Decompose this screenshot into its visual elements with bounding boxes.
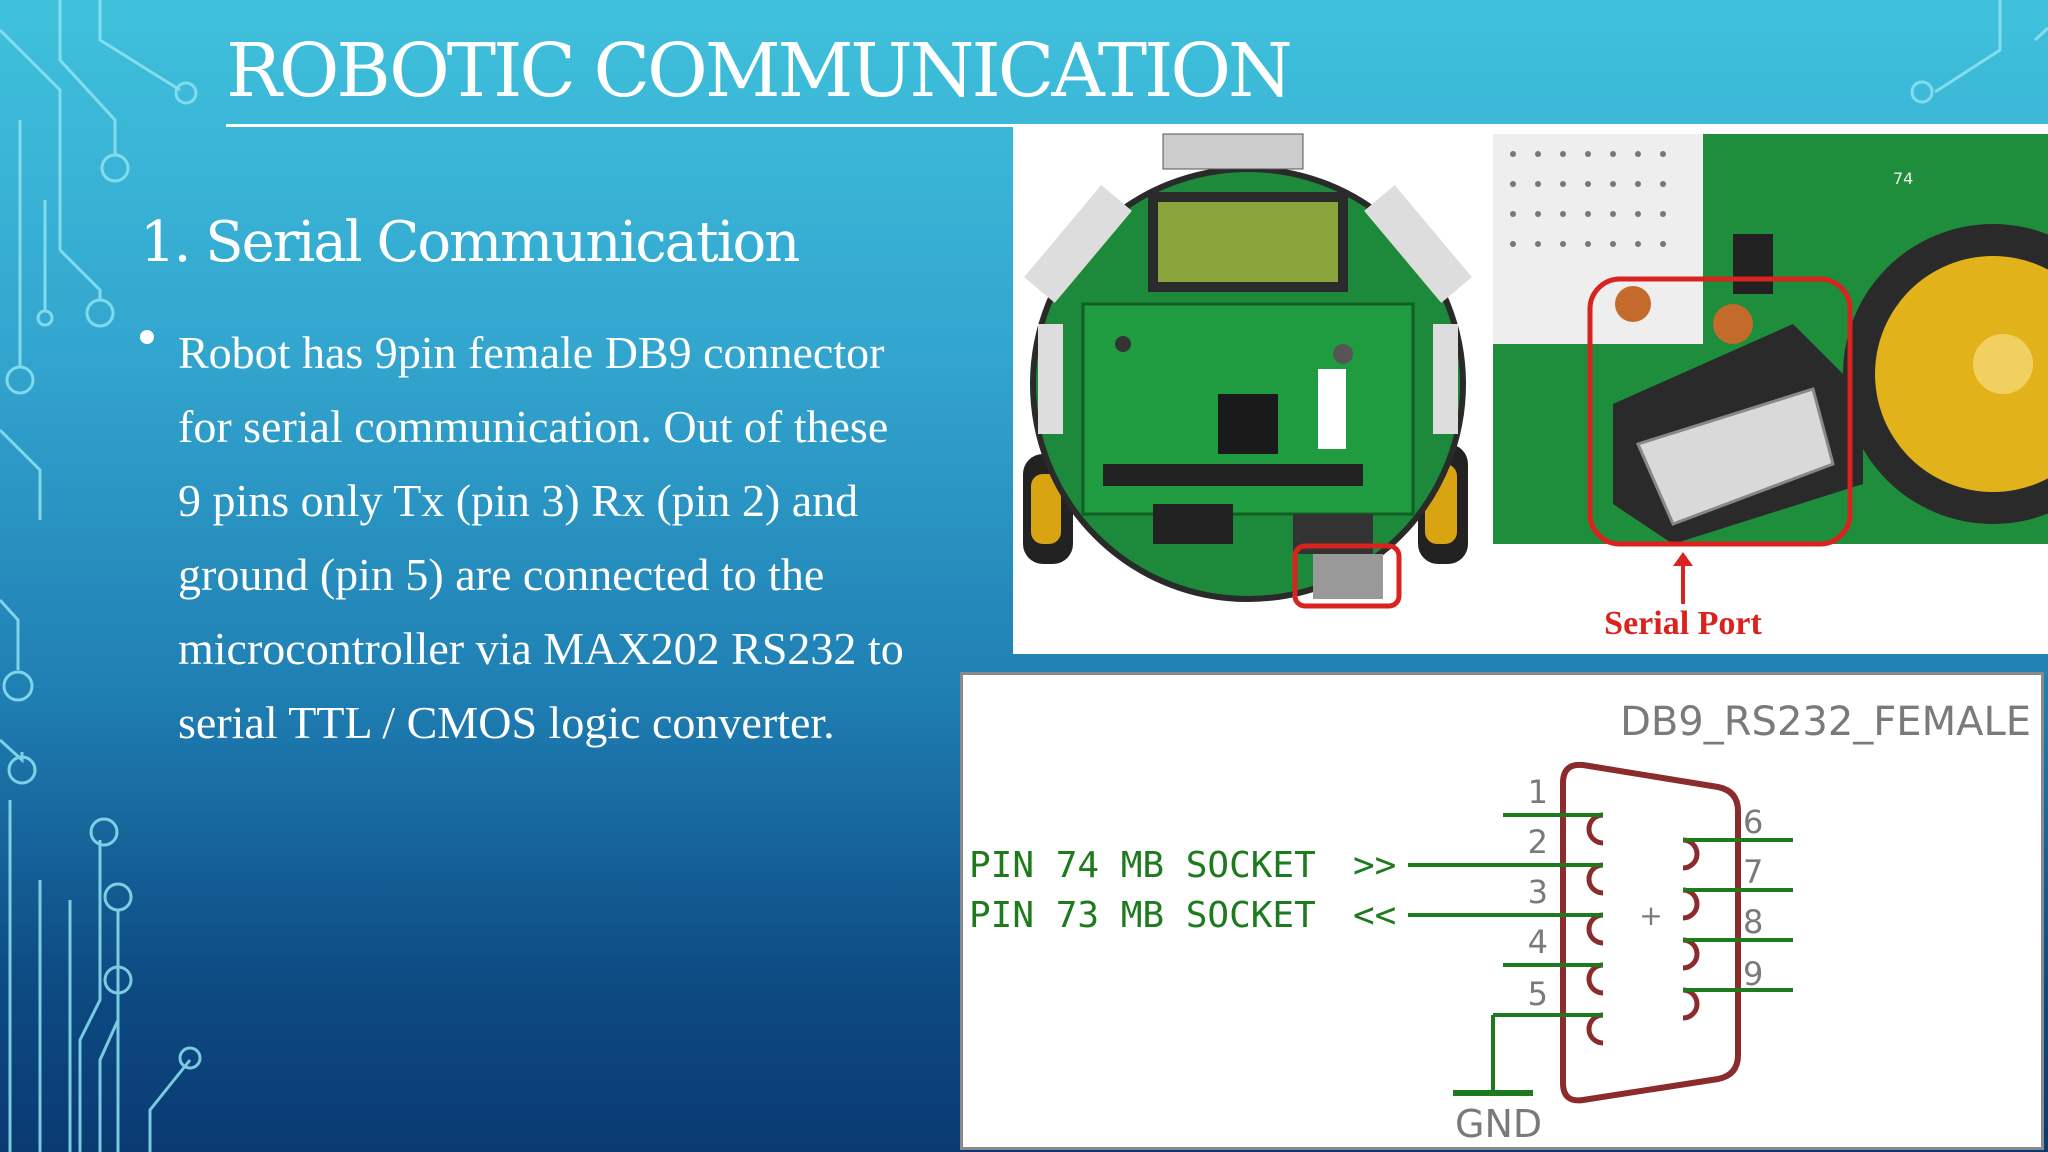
bullet-line: 9 pins only Tx (pin 3) Rx (pin 2) and <box>178 475 859 526</box>
bullet-line: serial TTL / CMOS logic converter. <box>178 697 835 748</box>
part-name-label: DB9_RS232_FEMALE <box>1620 699 2031 745</box>
serial-port-label: Serial Port <box>1604 605 1762 642</box>
pin-number: 9 <box>1743 955 1763 993</box>
robot-photo-illustration: 74 Serial Port <box>1023 133 2048 642</box>
bullet-text: Robot has 9pin female DB9 connector for … <box>178 316 1018 760</box>
net-label-tx: PIN 74 MB SOCKET <box>969 845 1316 886</box>
pin-number: 7 <box>1743 853 1763 891</box>
bullet-line: ground (pin 5) are connected to the <box>178 549 825 600</box>
db9-connector-outline <box>1560 761 1741 1104</box>
net-label-rx: PIN 73 MB SOCKET <box>969 895 1316 936</box>
bullet-line: for serial communication. Out of these <box>178 401 889 452</box>
tx-arrow-icon: >> <box>1353 845 1396 886</box>
pin-number: 3 <box>1528 873 1548 911</box>
title-underline <box>226 124 1026 127</box>
pin-number: 1 <box>1528 773 1548 811</box>
pin-number: 6 <box>1743 803 1763 841</box>
bullet-icon <box>140 330 154 344</box>
pin-number: 4 <box>1528 923 1548 961</box>
serial-port-closeup: 74 Serial Port <box>1493 134 2048 642</box>
bullet-line: Robot has 9pin female DB9 connector <box>178 327 885 378</box>
db9-schematic-drawing: DB9_RS232_FEMALE <box>969 699 2031 1146</box>
rx-arrow-icon: << <box>1353 895 1396 936</box>
pin-number: 8 <box>1743 903 1763 941</box>
pin-number: 2 <box>1528 823 1548 861</box>
connector-center-mark: + <box>1639 899 1662 932</box>
robot-photo-panel: 74 Serial Port <box>1013 124 2048 654</box>
board-silkscreen-74: 74 <box>1893 169 1913 188</box>
slide-title: ROBOTIC COMMUNICATION <box>226 28 1293 114</box>
section-heading: 1. Serial Communication <box>140 210 800 275</box>
pin-number: 5 <box>1528 975 1548 1013</box>
db9-schematic: DB9_RS232_FEMALE <box>960 672 2044 1150</box>
bullet-line: microcontroller via MAX202 RS232 to <box>178 623 904 674</box>
ground-label: GND <box>1455 1102 1542 1146</box>
robot-top-view <box>1023 133 1472 609</box>
